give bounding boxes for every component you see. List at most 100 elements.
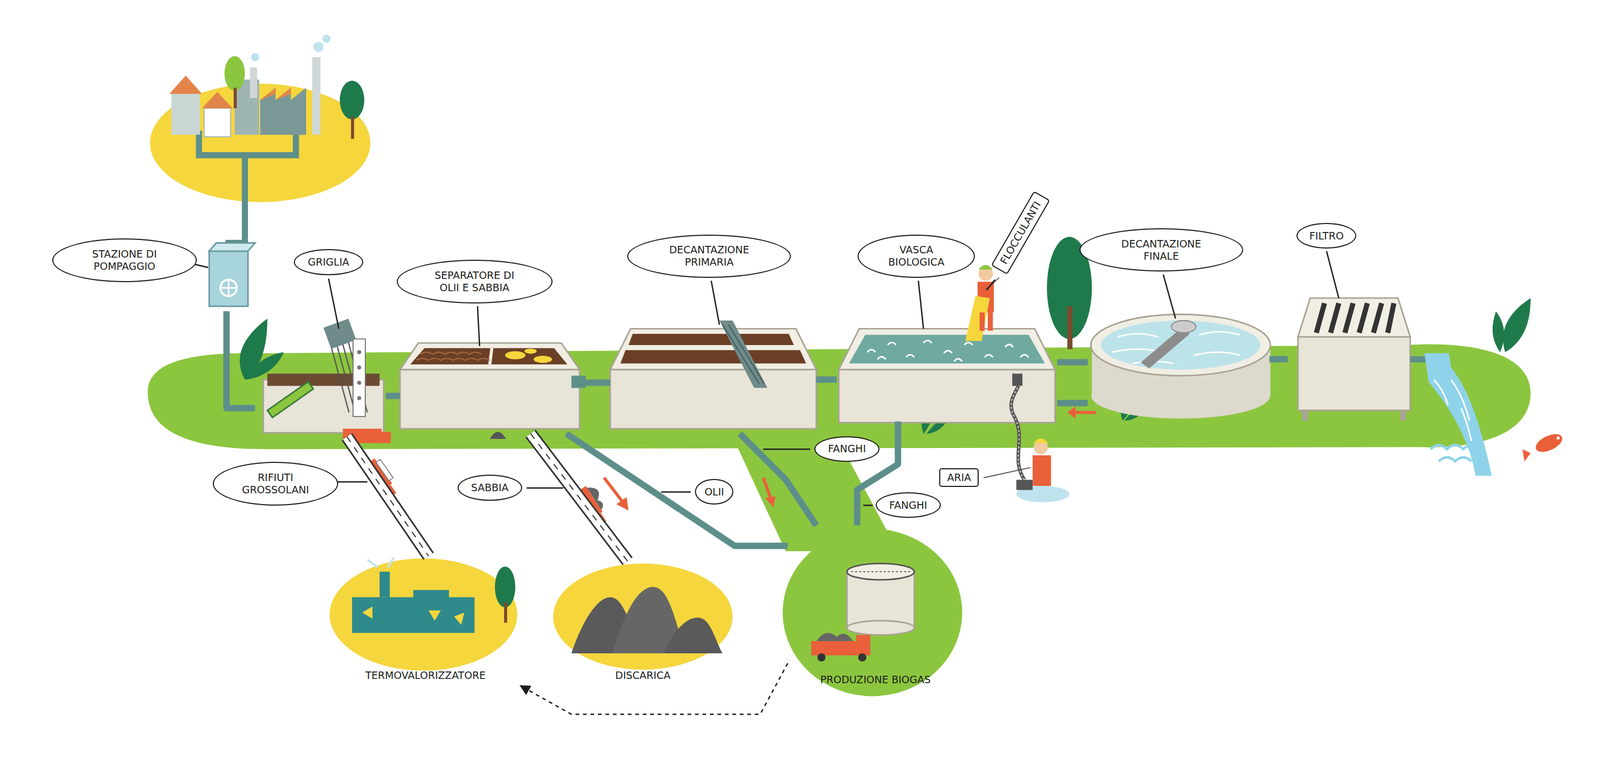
worker-figure <box>1032 455 1051 486</box>
city <box>260 88 307 135</box>
primary-settler <box>719 320 768 388</box>
transport-arrow <box>520 663 788 715</box>
callout-label: STAZIONE DI POMPAGGIO <box>52 238 197 282</box>
flow-label: FANGHI <box>814 436 880 463</box>
road-marking <box>347 436 429 557</box>
truck <box>381 432 391 444</box>
city <box>171 93 200 135</box>
incinerator <box>362 606 373 619</box>
leader-line <box>711 280 720 325</box>
worker-figure <box>983 467 1031 478</box>
city <box>350 116 355 139</box>
road-surface <box>530 433 628 562</box>
truck <box>811 641 856 656</box>
flow-label: OLII <box>694 478 734 506</box>
primary-settler <box>610 328 816 370</box>
road-connector <box>530 433 628 562</box>
oil-sand-separator <box>410 348 568 365</box>
outflow <box>1532 430 1565 456</box>
process-unit: SEPARATORE DI OLII E SABBIA <box>400 254 580 434</box>
callout-label: FILTRO <box>1296 222 1357 250</box>
biogas-digester <box>846 620 915 636</box>
city <box>313 41 324 52</box>
final-settler <box>1140 327 1190 369</box>
pump-station <box>209 251 248 307</box>
road-marking <box>530 433 628 562</box>
city <box>250 67 258 98</box>
worker-figure <box>965 296 990 341</box>
ground <box>147 83 1531 696</box>
worker-figure <box>965 265 1070 503</box>
truck <box>856 635 871 656</box>
callout-label: DECANTAZIONE PRIMARIA <box>627 234 791 278</box>
road-connector <box>347 436 429 557</box>
worker-figure <box>985 277 999 291</box>
oil-sand-separator <box>489 432 507 439</box>
pipe-connector <box>1269 355 1288 363</box>
oil-sand-separator <box>489 348 492 365</box>
pipe-connector <box>385 392 400 399</box>
filter-unit <box>1301 410 1308 421</box>
process-unit: DECANTAZIONE FINALE <box>1088 226 1270 421</box>
filter-unit <box>1298 337 1411 411</box>
pump-station <box>209 243 255 307</box>
primary-settler <box>722 324 765 384</box>
oil-sand-separator <box>400 342 586 439</box>
flow-label: RIFIUTI GROSSOLANI <box>212 461 339 506</box>
leader-line <box>181 251 1340 506</box>
flow-arrow <box>604 477 625 505</box>
leader-line <box>526 487 564 489</box>
ground <box>149 83 371 203</box>
truck <box>858 653 867 662</box>
biogas-digester <box>846 563 915 636</box>
biological-tank <box>849 334 1045 364</box>
screen-unit <box>357 350 362 355</box>
incinerator <box>352 589 475 633</box>
worker-figure <box>1011 386 1025 480</box>
city <box>233 88 237 109</box>
biogas-digester <box>851 571 911 573</box>
process-unit: FILTRO <box>1288 218 1419 416</box>
filter-unit <box>1298 298 1411 421</box>
process-unit: GRIGLIA <box>254 242 386 437</box>
connector-group <box>226 311 1288 715</box>
flow-arrow <box>616 497 629 511</box>
leader-line <box>328 278 339 330</box>
road-marking-group <box>347 433 628 562</box>
oil-sand-separator <box>524 348 537 355</box>
flow-arrow <box>765 496 776 508</box>
pump-station <box>209 243 255 252</box>
primary-settler <box>620 350 806 364</box>
final-settler <box>1100 320 1260 370</box>
city <box>169 34 365 252</box>
callout-label: DECANTAZIONE FINALE <box>1079 228 1244 272</box>
incinerator <box>428 610 442 621</box>
callout-label: SEPARATORE DI OLII E SABBIA <box>396 259 553 303</box>
outflow <box>1556 436 1560 440</box>
screen-unit <box>357 396 362 401</box>
incinerator <box>367 557 395 568</box>
final-settler <box>1090 314 1271 419</box>
process-unit: PRODUZIONE BIOGAS <box>787 525 958 699</box>
incinerator <box>494 566 516 608</box>
filter-unit <box>1400 410 1406 421</box>
oil-sand-separator <box>505 350 526 359</box>
leader-line <box>763 448 811 450</box>
outflow <box>1433 379 1472 442</box>
flow-arrow <box>604 406 1096 511</box>
callout-label: VASCA BIOLOGICA <box>857 234 975 278</box>
worker-figure <box>1033 438 1048 444</box>
screen-unit <box>353 338 366 416</box>
site-label: PRODUZIONE BIOGAS <box>816 672 935 688</box>
incinerator <box>379 571 390 598</box>
biological-tank <box>838 328 1056 370</box>
tag-label: ARIA <box>939 468 979 487</box>
pipe-connector <box>579 379 611 386</box>
worker-figure <box>987 312 994 331</box>
screen-unit <box>267 381 314 418</box>
plants <box>1502 298 1531 352</box>
leader-line <box>1163 274 1176 319</box>
oil-sand-separator <box>400 369 580 429</box>
